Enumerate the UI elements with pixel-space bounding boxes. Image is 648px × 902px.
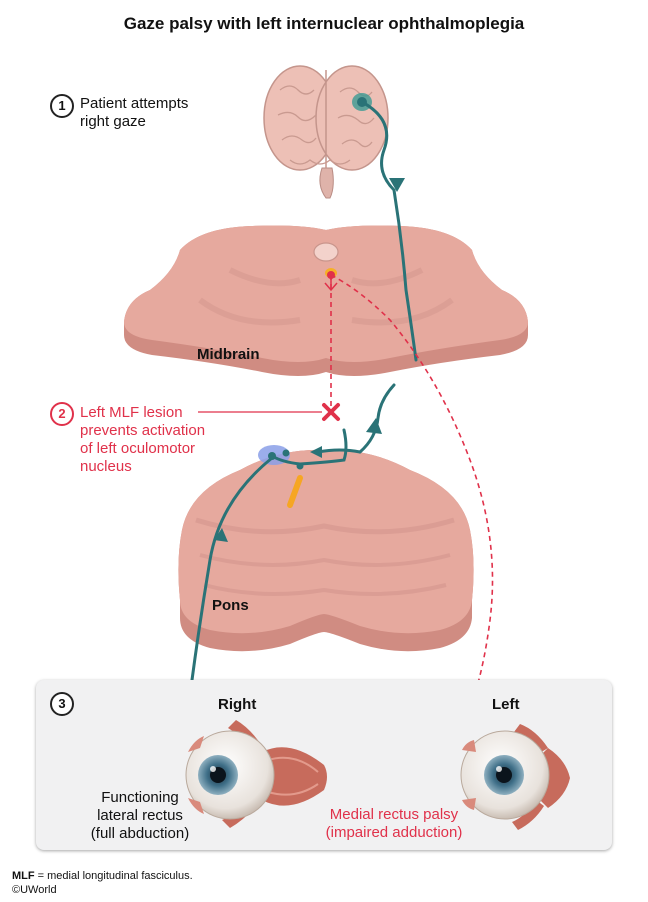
left-eye-desc-line-1: Medial rectus palsy <box>329 806 459 823</box>
step-2-line-3: of left oculomotor <box>80 440 196 457</box>
lesion-x-icon <box>322 403 340 421</box>
footnote-abbreviation: MLF <box>12 870 35 882</box>
credit: ©UWorld <box>12 884 57 896</box>
pathway-arrowheads <box>214 178 405 542</box>
footnote-definition: = medial longitudinal fasciculus. <box>34 870 193 882</box>
step-2-badge: 2 <box>50 402 74 426</box>
footnote: MLF = medial longitudinal fasciculus. <box>12 870 193 882</box>
right-eye-description: Functioning lateral rectus (full abducti… <box>80 789 200 843</box>
left-eye-label: Left <box>492 696 520 713</box>
left-eye-desc-line-2: (impaired adduction) <box>325 824 463 841</box>
left-eye-description: Medial rectus palsy (impaired adduction) <box>312 806 476 842</box>
left-eye-illustration <box>460 724 570 830</box>
step-1-text: Patient attempts right gaze <box>80 95 188 131</box>
right-eye-desc-line-1: Functioning <box>101 789 179 806</box>
midbrain-label: Midbrain <box>197 346 260 363</box>
step-3-badge: 3 <box>50 692 74 716</box>
step-1-line-2: right gaze <box>80 113 146 130</box>
step-2-line-2: prevents activation <box>80 422 206 439</box>
pons-section <box>178 445 474 652</box>
step-1-badge: 1 <box>50 94 74 118</box>
step-1-line-1: Patient attempts <box>80 95 189 112</box>
pons-label: Pons <box>212 597 249 614</box>
right-eye-illustration <box>185 720 327 828</box>
step-2-text: Left MLF lesion prevents activation of l… <box>80 404 205 476</box>
midbrain-section <box>124 225 528 376</box>
right-eye-label: Right <box>218 696 257 713</box>
page-title: Gaze palsy with left internuclear ophtha… <box>123 14 525 33</box>
pathway-nodes <box>268 97 367 470</box>
right-eye-desc-line-3: (full abduction) <box>90 825 190 842</box>
step-2-line-4: nucleus <box>80 458 132 475</box>
right-eye-desc-line-2: lateral rectus <box>97 807 183 824</box>
step-2-line-1: Left MLF lesion <box>80 404 183 421</box>
brain-illustration <box>263 65 389 199</box>
